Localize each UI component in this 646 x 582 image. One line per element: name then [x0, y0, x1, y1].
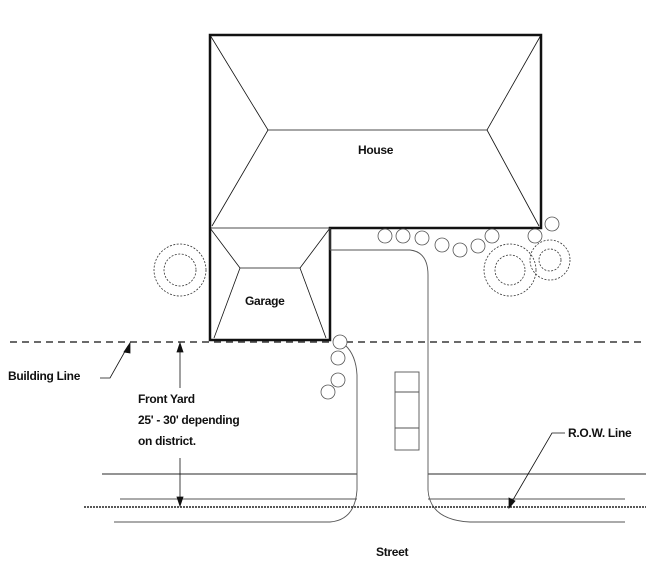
row-line-label: R.O.W. Line — [568, 426, 632, 440]
car — [394, 371, 420, 451]
leader-lines — [100, 341, 565, 510]
front-yard-label: Front Yard 25' - 30' depending on distri… — [138, 389, 240, 452]
front-yard-note: on district. — [138, 434, 196, 448]
driveway — [114, 228, 625, 523]
front-yard-dimension — [176, 341, 184, 508]
street-lines — [102, 473, 646, 500]
front-yard-title: Front Yard — [138, 392, 195, 406]
house-label: House — [358, 143, 394, 157]
garage-roof-lines — [209, 227, 331, 339]
shrubs — [320, 216, 560, 400]
trees — [153, 239, 571, 297]
house-roof-lines — [209, 34, 542, 229]
street-label: Street — [376, 545, 409, 559]
front-yard-depth: 25' - 30' depending — [138, 413, 240, 427]
garage-label: Garage — [245, 294, 285, 308]
building-line-label: Building Line — [8, 369, 81, 383]
